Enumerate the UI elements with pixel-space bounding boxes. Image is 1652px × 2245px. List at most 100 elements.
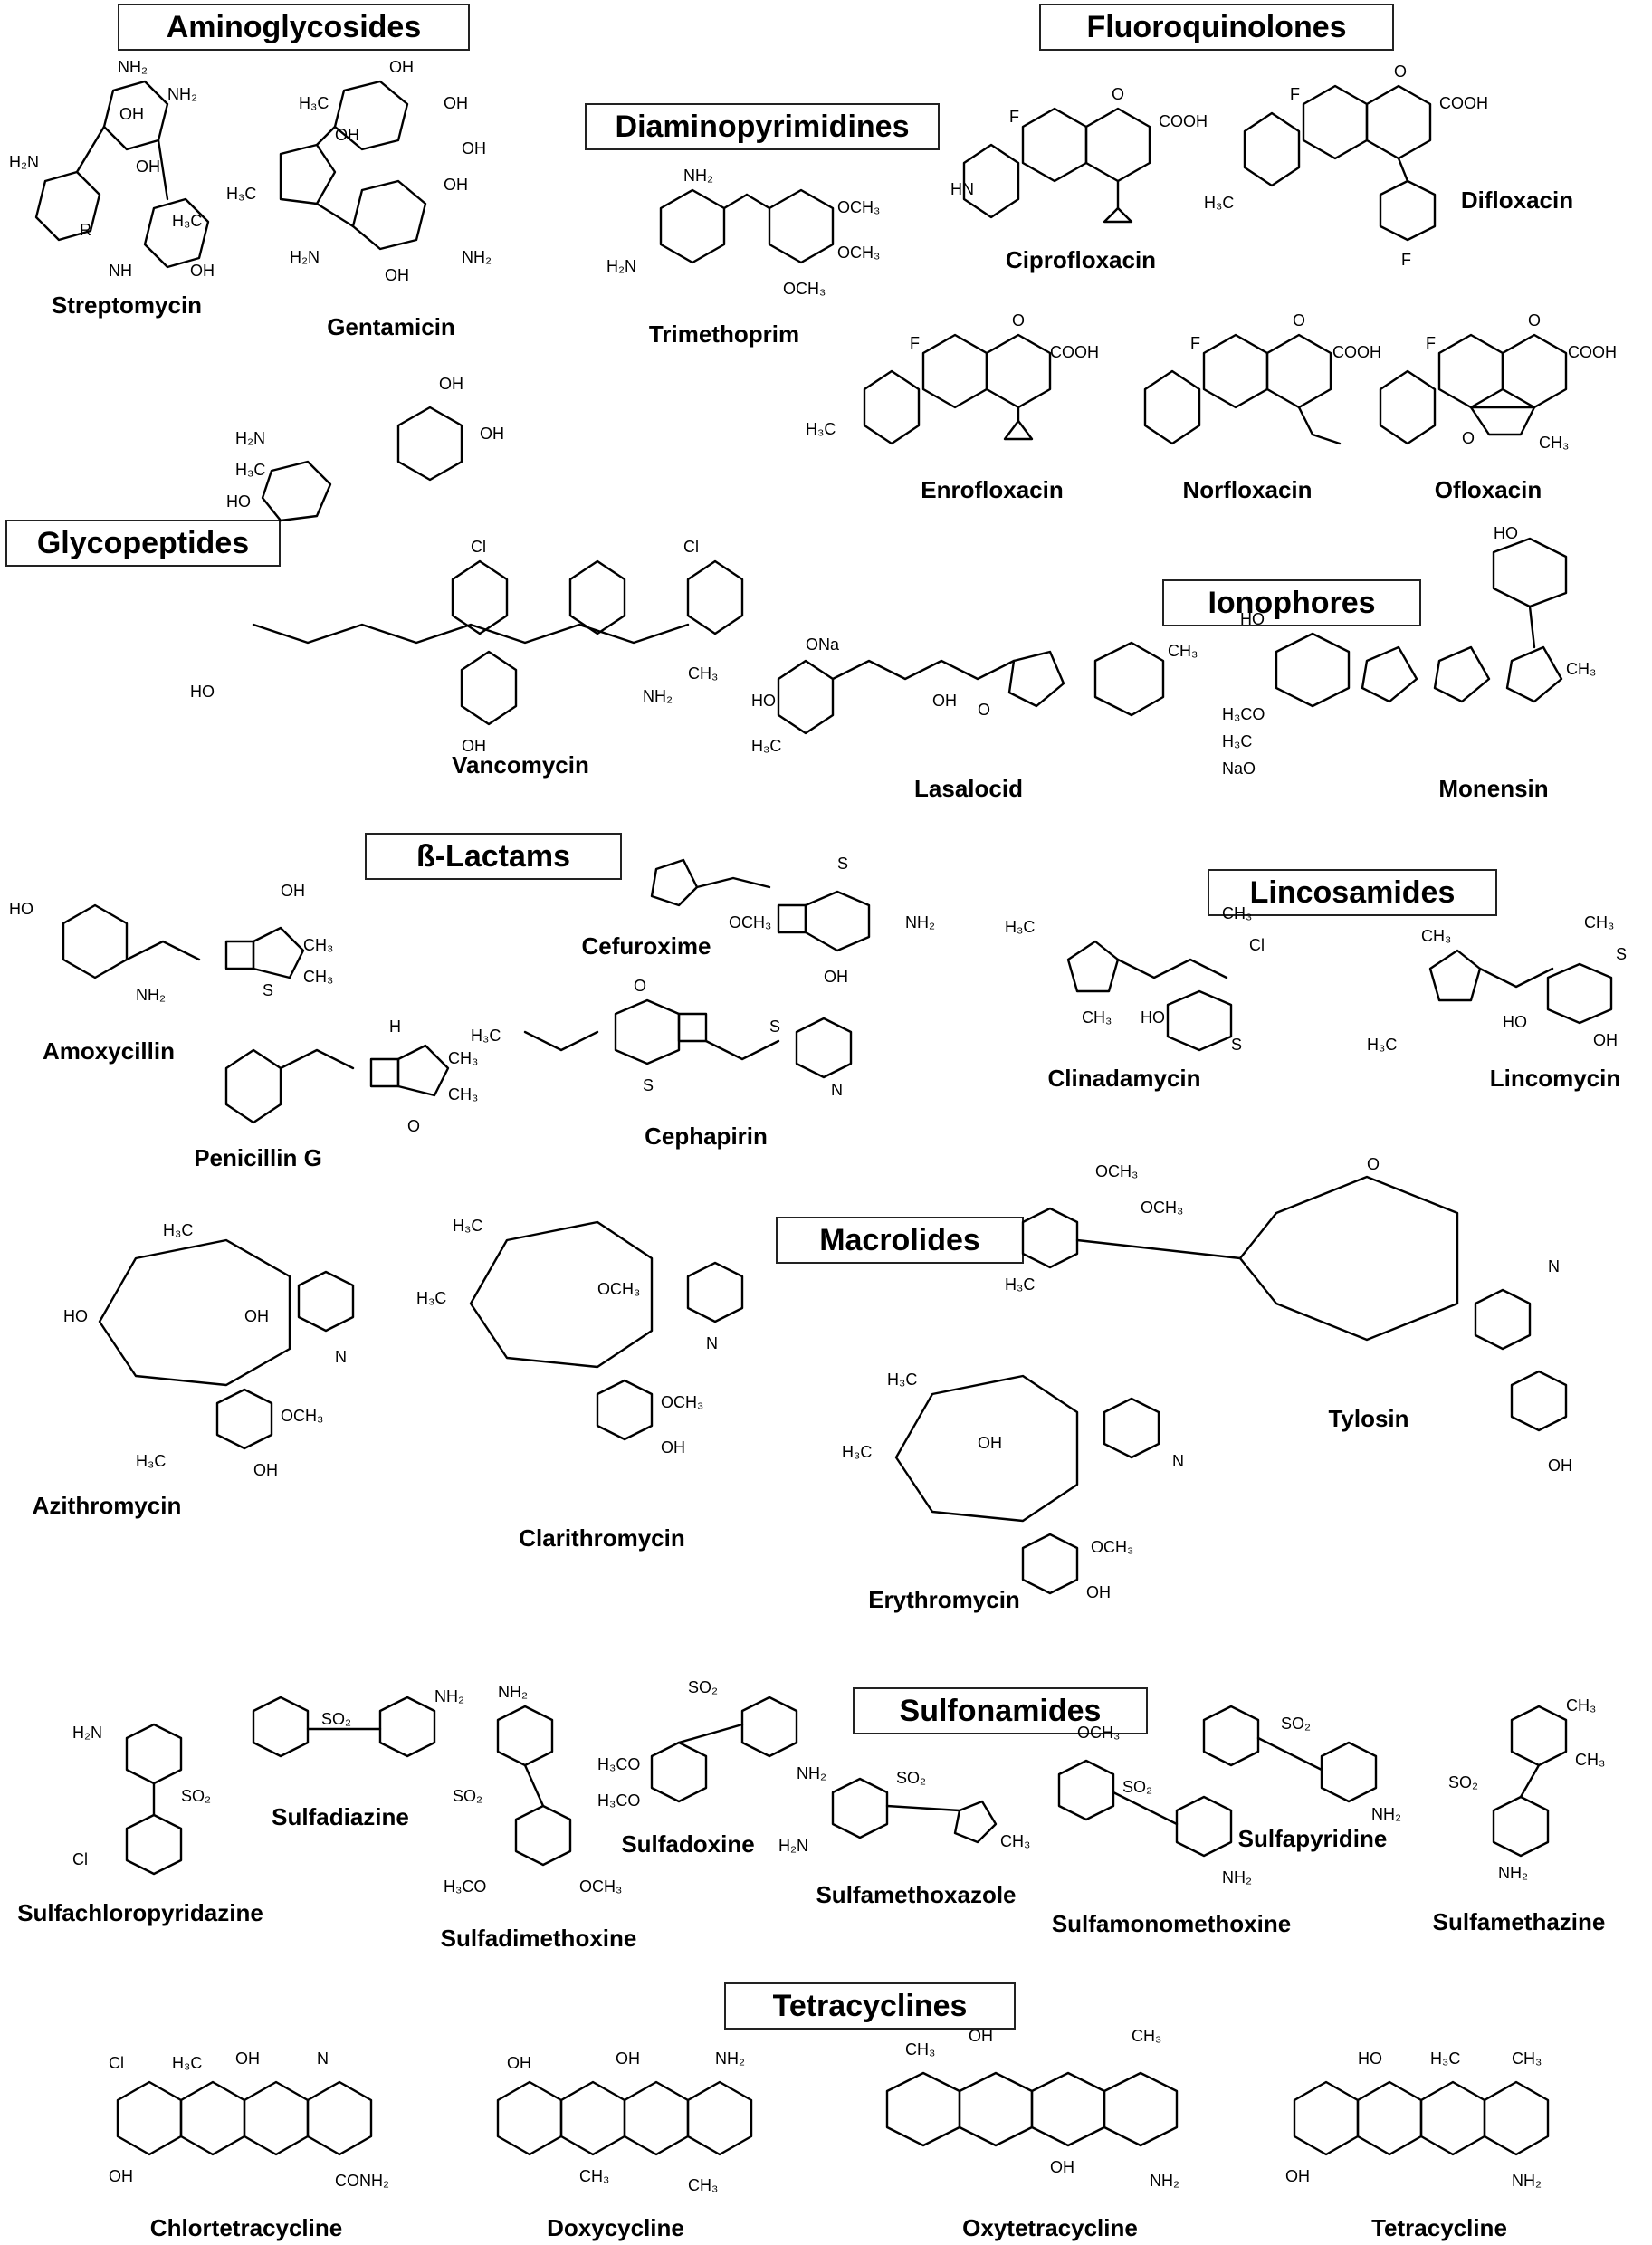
- svg-text:H₃C: H₃C: [471, 1027, 501, 1045]
- label-tetracycline: Tetracycline: [1371, 2214, 1507, 2241]
- svg-text:OCH₃: OCH₃: [597, 1280, 640, 1298]
- svg-text:NH₂: NH₂: [1498, 1864, 1528, 1882]
- svg-text:S: S: [643, 1076, 654, 1094]
- class-beta-lactams: ß-Lactams: [365, 833, 622, 880]
- svg-text:H₃CO: H₃CO: [444, 1877, 486, 1896]
- svg-text:OH: OH: [1050, 2158, 1074, 2176]
- svg-text:NH₂: NH₂: [797, 1764, 826, 1782]
- svg-text:H₃C: H₃C: [172, 2054, 202, 2072]
- svg-text:H₃C: H₃C: [136, 1452, 166, 1470]
- svg-text:OH: OH: [661, 1438, 685, 1457]
- label-sulfadoxine: Sulfadoxine: [621, 1830, 755, 1858]
- svg-text:O: O: [634, 977, 646, 995]
- svg-text:H₃C: H₃C: [226, 185, 256, 203]
- svg-text:O: O: [978, 701, 990, 719]
- svg-text:H₃C: H₃C: [1005, 1275, 1035, 1294]
- label-sulfamonomethoxine: Sulfamonomethoxine: [1051, 1910, 1292, 1937]
- label-clarithromycin: Clarithromycin: [519, 1524, 685, 1552]
- svg-text:H₃C: H₃C: [751, 737, 781, 755]
- svg-text:N: N: [831, 1081, 843, 1099]
- svg-text:NH₂: NH₂: [136, 986, 166, 1004]
- svg-text:HO: HO: [9, 900, 33, 918]
- class-tetracyclines: Tetracyclines: [724, 1982, 1016, 2030]
- class-fluoroquinolones: Fluoroquinolones: [1039, 4, 1394, 51]
- class-glycopeptides: Glycopeptides: [5, 520, 281, 567]
- svg-text:O: O: [1394, 62, 1407, 81]
- class-aminoglycosides: Aminoglycosides: [118, 4, 470, 51]
- svg-text:CH₃: CH₃: [1132, 2027, 1161, 2045]
- svg-text:H₃C: H₃C: [235, 461, 265, 479]
- svg-text:NH₂: NH₂: [1222, 1868, 1252, 1887]
- svg-text:CH₃: CH₃: [1566, 660, 1596, 678]
- class-diaminopyrimidines: Diaminopyrimidines: [585, 103, 940, 150]
- class-ionophores: Ionophores: [1162, 579, 1421, 626]
- structure-cephapirin: H₃CO SS N: [471, 977, 853, 1099]
- svg-text:OH: OH: [235, 2049, 260, 2068]
- svg-text:OH: OH: [444, 94, 468, 112]
- svg-text:Cl: Cl: [683, 538, 699, 556]
- svg-text:OCH₃: OCH₃: [837, 198, 880, 216]
- svg-text:S: S: [1231, 1036, 1242, 1054]
- label-chlortetracycline: Chlortetracycline: [149, 2214, 343, 2241]
- svg-text:Cl: Cl: [471, 538, 486, 556]
- svg-text:OH: OH: [389, 58, 414, 76]
- svg-text:H₂N: H₂N: [9, 153, 39, 171]
- svg-text:N: N: [1172, 1452, 1184, 1470]
- svg-text:SO₂: SO₂: [321, 1710, 351, 1728]
- svg-text:OH: OH: [119, 105, 144, 123]
- svg-text:NH₂: NH₂: [643, 687, 673, 705]
- svg-text:OH: OH: [978, 1434, 1002, 1452]
- svg-text:Cl: Cl: [109, 2054, 124, 2072]
- svg-text:OCH₃: OCH₃: [579, 1877, 622, 1896]
- svg-text:OH: OH: [824, 968, 848, 986]
- svg-text:OCH₃: OCH₃: [281, 1407, 323, 1425]
- svg-text:CH₃: CH₃: [1421, 927, 1451, 945]
- label-trimethoprim: Trimethoprim: [648, 320, 800, 348]
- svg-text:HO: HO: [751, 692, 776, 710]
- svg-text:N: N: [1548, 1257, 1560, 1275]
- svg-text:CH₃: CH₃: [303, 968, 333, 986]
- svg-text:NH₂: NH₂: [715, 2049, 745, 2068]
- svg-text:O: O: [1112, 85, 1124, 103]
- class-macrolides: Macrolides: [776, 1217, 1024, 1264]
- svg-text:COOH: COOH: [1568, 343, 1617, 361]
- svg-text:NH₂: NH₂: [118, 58, 148, 76]
- label-ciprofloxacin: Ciprofloxacin: [1005, 246, 1157, 273]
- svg-text:H₃C: H₃C: [453, 1217, 482, 1235]
- svg-text:SO₂: SO₂: [181, 1787, 211, 1805]
- svg-text:OCH₃: OCH₃: [1141, 1199, 1183, 1217]
- svg-text:SO₂: SO₂: [1281, 1715, 1311, 1733]
- label-amoxycillin: Amoxycillin: [43, 1037, 175, 1065]
- svg-text:SO₂: SO₂: [453, 1787, 482, 1805]
- svg-text:OH: OH: [462, 139, 486, 158]
- svg-text:O: O: [407, 1117, 420, 1135]
- svg-text:OH: OH: [462, 737, 486, 755]
- svg-text:HO: HO: [190, 683, 215, 701]
- svg-text:OCH₃: OCH₃: [729, 913, 771, 931]
- svg-text:N: N: [335, 1348, 347, 1366]
- svg-text:CH₃: CH₃: [1168, 642, 1198, 660]
- svg-text:NaO: NaO: [1222, 759, 1256, 778]
- svg-text:HO: HO: [1503, 1013, 1527, 1031]
- svg-text:CH₃: CH₃: [1584, 913, 1614, 931]
- svg-text:S: S: [263, 981, 273, 999]
- label-clinadamycin: Clinadamycin: [1047, 1065, 1201, 1092]
- svg-text:OH: OH: [1593, 1031, 1618, 1049]
- label-oxytetracycline: Oxytetracycline: [962, 2214, 1138, 2241]
- label-norfloxacin: Norfloxacin: [1182, 476, 1313, 503]
- svg-text:OH: OH: [335, 126, 359, 144]
- svg-text:OCH₃: OCH₃: [837, 244, 880, 262]
- svg-text:CH₃: CH₃: [448, 1049, 478, 1067]
- label-monensin: Monensin: [1438, 775, 1549, 802]
- svg-text:H₃C: H₃C: [842, 1443, 872, 1461]
